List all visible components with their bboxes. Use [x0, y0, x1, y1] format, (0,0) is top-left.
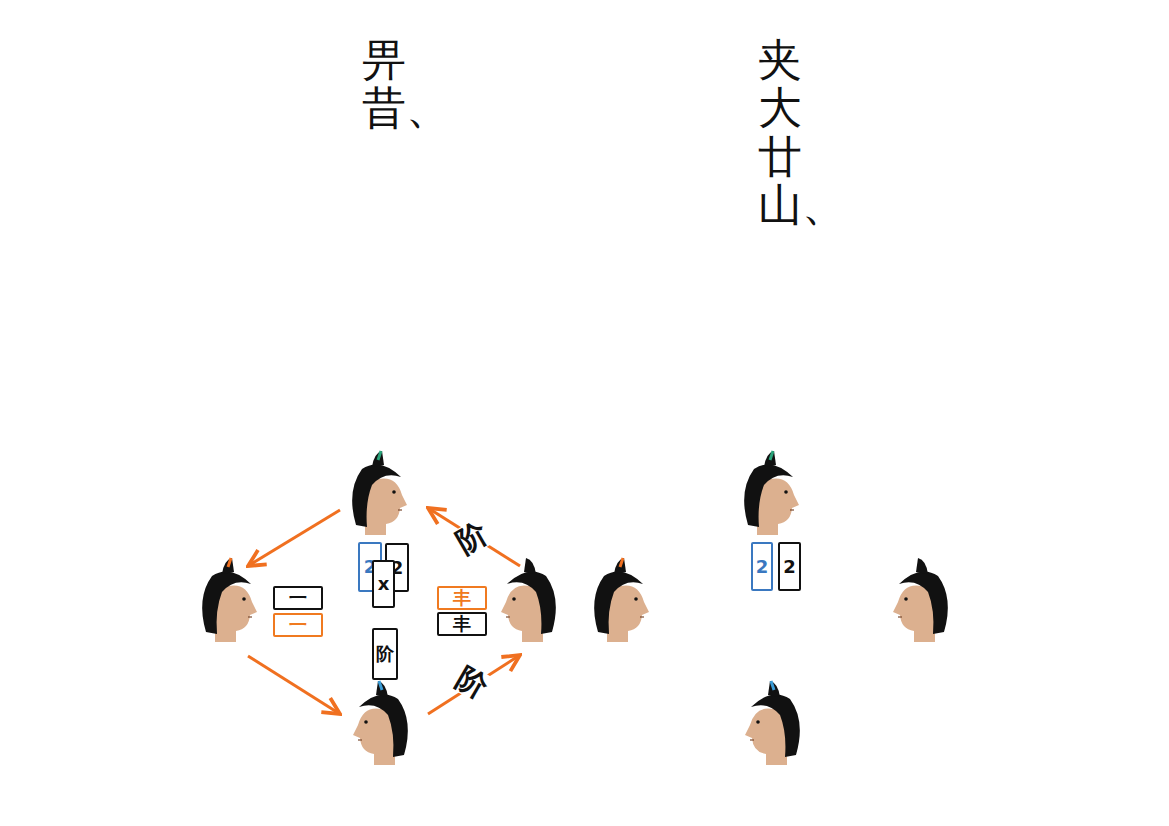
tile: 2 [751, 542, 773, 591]
player-head [744, 451, 799, 535]
tile: 2 [778, 542, 801, 591]
player-head [352, 451, 407, 535]
arrow [428, 508, 520, 566]
arrow [248, 510, 340, 566]
tile-text: 丰 [453, 589, 471, 607]
tile-text: 阶 [376, 645, 394, 663]
tile: 一 [273, 586, 323, 610]
tile-text: 丰 [453, 615, 471, 633]
player-head [893, 558, 948, 642]
player-head [202, 558, 257, 642]
tile-text: 2 [756, 558, 769, 576]
arrow-label: 阶 [451, 517, 494, 559]
tile: 丰 [437, 586, 487, 610]
pass-arrows [248, 508, 520, 714]
player-head [501, 558, 556, 642]
tile: 一 [273, 613, 323, 637]
tile: 阶 [372, 628, 398, 680]
player-head [594, 558, 649, 642]
vertical-label: 畀昔、 [362, 36, 406, 133]
player-head [745, 681, 800, 765]
tile-text: x [378, 575, 390, 593]
arrow-label: 阶 [451, 662, 494, 704]
player-head [353, 681, 408, 765]
tile-text: 2 [783, 558, 796, 576]
arrow [428, 655, 520, 714]
vertical-label: 夹大廿山、 [758, 36, 802, 230]
tile: 丰 [437, 612, 487, 636]
tile: x [372, 560, 395, 608]
tile-text: 一 [289, 616, 307, 634]
tile-text: 一 [289, 589, 307, 607]
arrow [248, 656, 340, 714]
